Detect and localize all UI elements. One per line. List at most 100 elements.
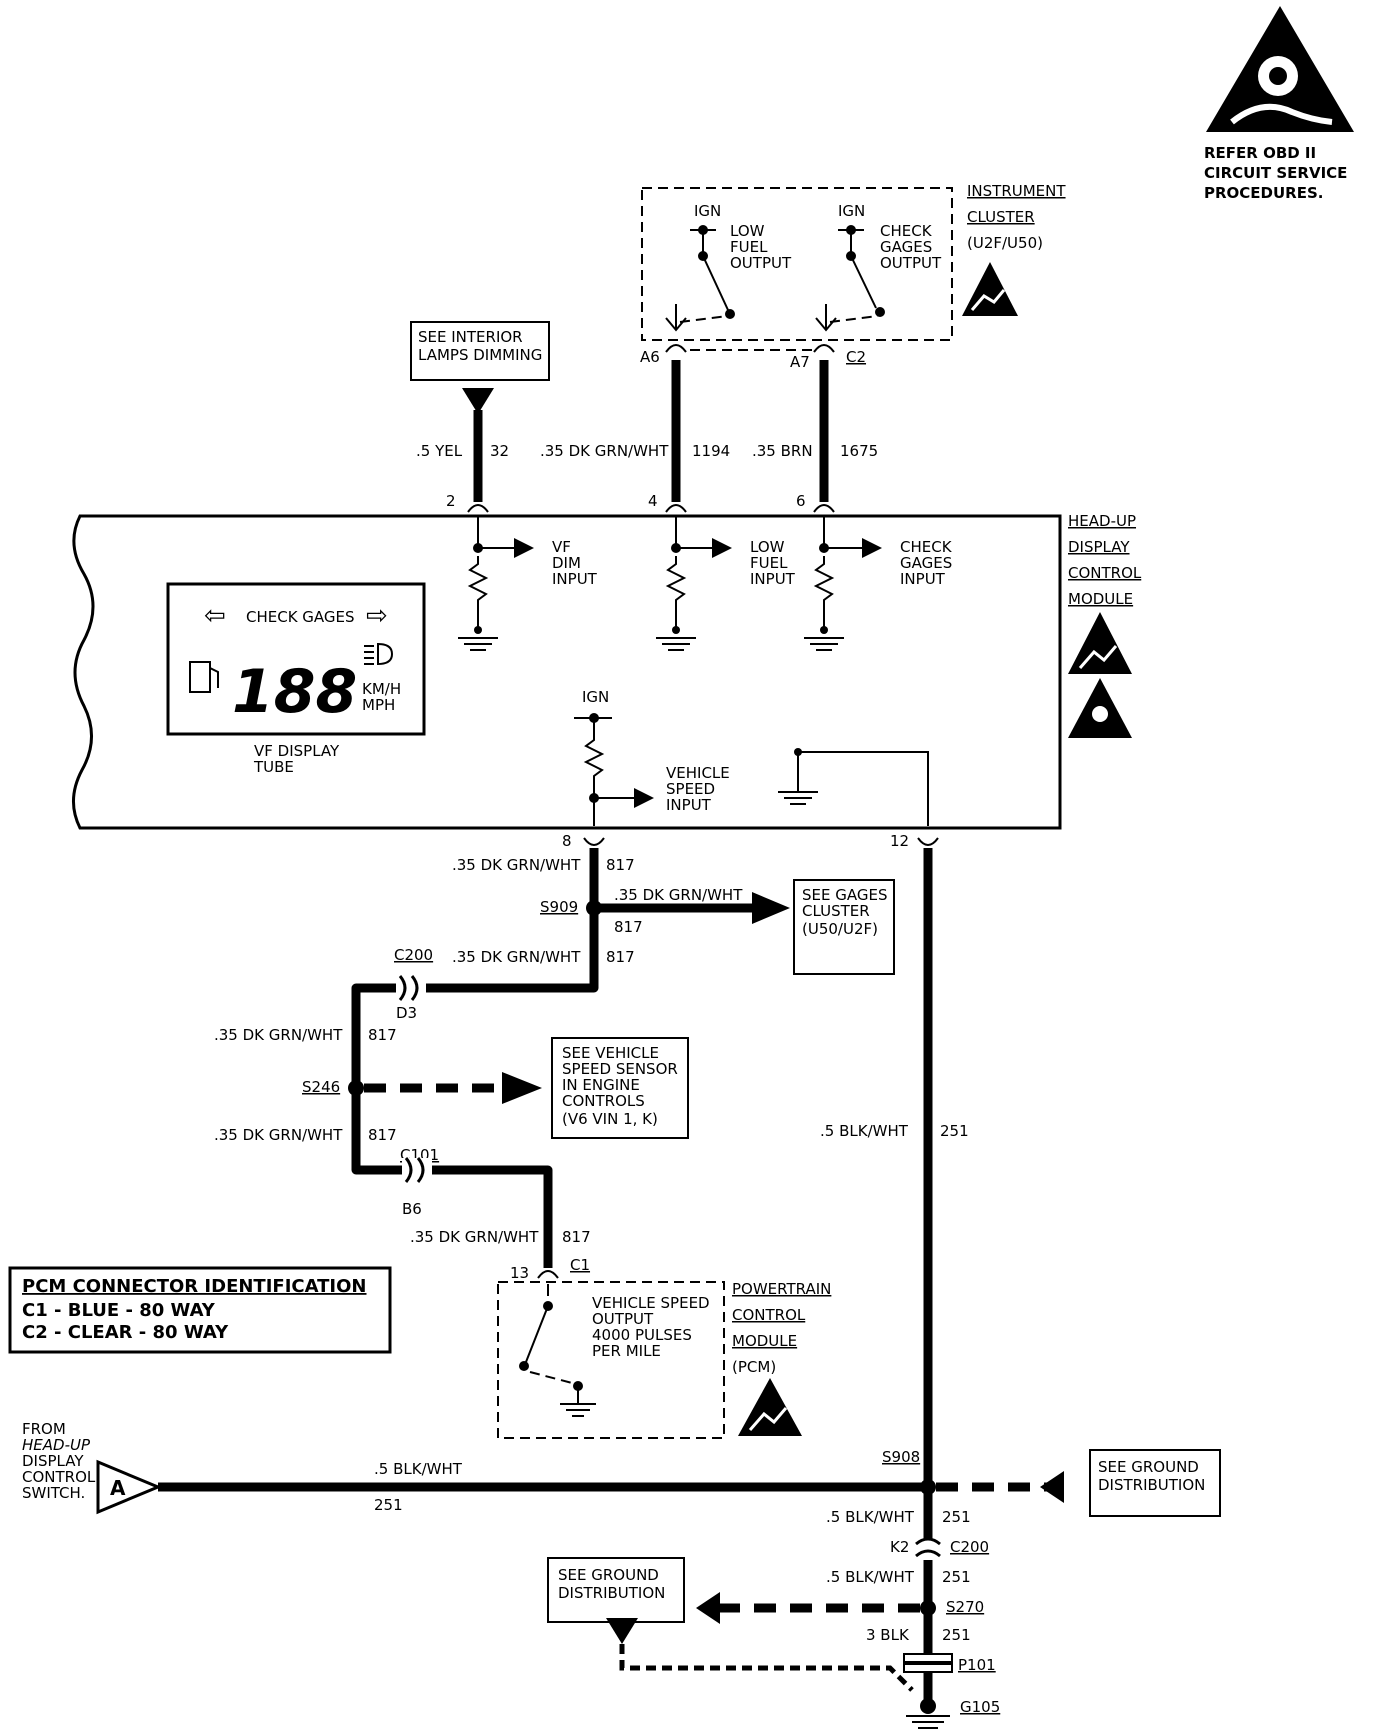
- low-fuel-input-1: LOW: [750, 538, 785, 556]
- obd-warning-icon: [1206, 6, 1354, 132]
- ground-conn-c200: C200: [950, 1538, 989, 1556]
- check-gages-input-1: CHECK: [900, 538, 953, 556]
- pcm-label-1: POWERTRAIN: [732, 1280, 831, 1298]
- see-interior-lamps-1: SEE INTERIOR: [418, 328, 523, 346]
- connector-c200-ground-symbol: [915, 1537, 941, 1560]
- ground-wire-12-circuit: 251: [940, 1122, 969, 1140]
- vss-wire1: .35 DK GRN/WHT: [452, 856, 581, 874]
- splice-s908: S908: [882, 1448, 920, 1466]
- hud-ign: IGN: [582, 688, 609, 706]
- vss-wire5-circuit: 817: [562, 1228, 591, 1246]
- speed-unit-kmh: KM/H: [362, 680, 401, 698]
- pcm-label-3: MODULE: [732, 1332, 797, 1350]
- obd-note-line1: REFER OBD II: [1204, 144, 1316, 162]
- vf-display: [166, 582, 426, 736]
- vss-wire3: .35 DK GRN/WHT: [214, 1026, 343, 1044]
- pcm-label-4: (PCM): [732, 1358, 776, 1376]
- see-ground-box-1: [1089, 1449, 1221, 1517]
- hud-module-label-1: HEAD-UP: [1068, 512, 1136, 530]
- pcm-connector-id-box: [8, 1266, 392, 1354]
- vehicle-speed-input-2: SPEED: [666, 780, 715, 798]
- instrument-cluster-box: [641, 187, 953, 341]
- vf-dim-input-3: INPUT: [552, 570, 598, 588]
- display-banner: CHECK GAGES: [246, 608, 355, 626]
- low-fuel-output-1: LOW: [730, 222, 765, 240]
- vss-wire2-circuit: 817: [606, 948, 635, 966]
- ref-a-label: A: [110, 1476, 126, 1500]
- vss-wire4-circuit: 817: [368, 1126, 397, 1144]
- connector-c200-symbol: [396, 975, 426, 1001]
- low-fuel-output-3: OUTPUT: [730, 254, 792, 272]
- hud-module-label-2: DISPLAY: [1068, 538, 1130, 556]
- p101-label: P101: [958, 1656, 996, 1674]
- low-fuel-input-2: FUEL: [750, 554, 788, 572]
- see-gages-cluster-box: [793, 879, 895, 975]
- see-vss-1: SEE VEHICLE: [562, 1044, 659, 1062]
- vss-branch-wire: .35 DK GRN/WHT: [614, 886, 743, 904]
- pcm-vss-output-2: OUTPUT: [592, 1310, 654, 1328]
- vf-dim-input-1: VF: [552, 538, 571, 556]
- hud-module-label-4: MODULE: [1068, 590, 1133, 608]
- ground-wire-c-circuit: 251: [942, 1568, 971, 1586]
- conn-c2: C2: [846, 348, 866, 366]
- pcm-vss-output-3: 4000 PULSES: [592, 1326, 692, 1344]
- check-gages-output-3: OUTPUT: [880, 254, 942, 272]
- hud-pin-4: 4: [648, 492, 658, 510]
- see-interior-lamps-2: LAMPS DIMMING: [418, 346, 542, 364]
- cluster-ign-2: IGN: [838, 202, 865, 220]
- ground-wire-a-circuit: 251: [374, 1496, 403, 1514]
- ground-wire-12: .5 BLK/WHT: [820, 1122, 909, 1140]
- ground-g105: G105: [960, 1698, 1000, 1716]
- see-gages-cluster-3: (U50/U2F): [802, 920, 878, 938]
- see-ground-1-line1: SEE GROUND: [1098, 1458, 1199, 1476]
- ground-wire-a: .5 BLK/WHT: [374, 1460, 463, 1478]
- see-vss-box: [551, 1037, 689, 1139]
- vehicle-speed-input-3: INPUT: [666, 796, 712, 814]
- ground-wire-b-circuit: 251: [942, 1508, 971, 1526]
- see-vss-5: (V6 VIN 1, K): [562, 1110, 658, 1128]
- pin-d3: D3: [396, 1004, 417, 1022]
- wire-brn: .35 BRN: [752, 442, 813, 460]
- low-fuel-input-circuit: [656, 516, 732, 651]
- hud-pin-6: 6: [796, 492, 806, 510]
- hud-pin-8: 8: [562, 832, 572, 850]
- pin-k2: K2: [890, 1538, 909, 1556]
- esd-icon: [738, 1378, 802, 1436]
- from-switch-3: DISPLAY: [22, 1452, 84, 1470]
- vf-dim-circuit: [458, 516, 534, 651]
- wire-grn-1194: .35 DK GRN/WHT: [540, 442, 669, 460]
- from-switch-5: SWITCH.: [22, 1484, 85, 1502]
- hud-pin-2: 2: [446, 492, 456, 510]
- see-gages-cluster-1: SEE GAGES: [802, 886, 888, 904]
- see-interior-lamps-box: [410, 321, 550, 381]
- pcm-pin-13: 13: [510, 1264, 529, 1282]
- pcm-connector-c1: C1 - BLUE - 80 WAY: [22, 1300, 216, 1321]
- pcm-vss-output-1: VEHICLE SPEED: [592, 1294, 710, 1312]
- obd-note-line3: PROCEDURES.: [1204, 184, 1323, 202]
- vss-wire2: .35 DK GRN/WHT: [452, 948, 581, 966]
- obd-warning-icon: [1068, 678, 1132, 738]
- vf-display-tube-1: VF DISPLAY: [254, 742, 340, 760]
- see-ground-box-2: [547, 1557, 685, 1623]
- pcm-label-2: CONTROL: [732, 1306, 806, 1324]
- hud-module-box: [72, 514, 1062, 830]
- vss-wire4: .35 DK GRN/WHT: [214, 1126, 343, 1144]
- pin-a6: A6: [640, 348, 660, 366]
- obd-note-line2: CIRCUIT SERVICE: [1204, 164, 1347, 182]
- see-vss-3: IN ENGINE: [562, 1076, 640, 1094]
- right-arrow-icon: ⇨: [366, 601, 388, 631]
- see-ground-2-line1: SEE GROUND: [558, 1566, 659, 1584]
- see-vss-2: SPEED SENSOR: [562, 1060, 678, 1078]
- pcm-conn-c1: C1: [570, 1256, 590, 1274]
- check-gages-input-2: GAGES: [900, 554, 952, 572]
- splice-s246: S246: [302, 1078, 340, 1096]
- display-digits: 188: [232, 657, 357, 727]
- ref-a-triangle: [96, 1459, 162, 1515]
- connector-c101-symbol: [402, 1157, 432, 1183]
- left-arrow-icon: ⇦: [204, 601, 226, 631]
- instrument-cluster-label-2: CLUSTER: [967, 208, 1035, 226]
- from-switch-1: FROM: [22, 1420, 66, 1438]
- pcm-connector-c2: C2 - CLEAR - 80 WAY: [22, 1322, 229, 1343]
- vehicle-speed-input-1: VEHICLE: [666, 764, 730, 782]
- see-vss-4: CONTROLS: [562, 1092, 645, 1110]
